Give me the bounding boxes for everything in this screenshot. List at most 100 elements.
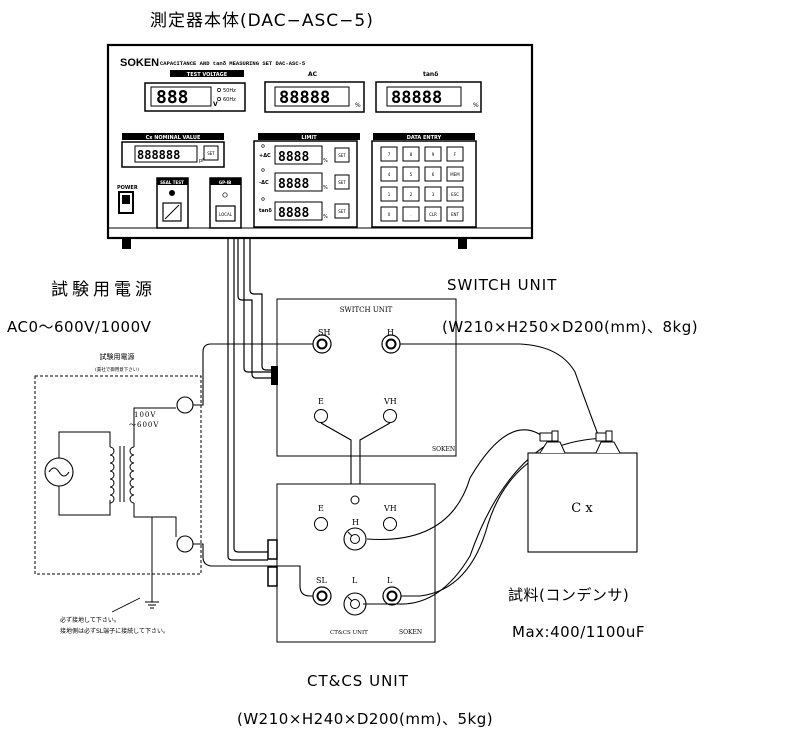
keypad-key-label: 9 (432, 152, 435, 157)
svg-text:LOCAL: LOCAL (219, 212, 233, 217)
ground-note-2: 接地側は必ずSL端子に接続して下さい。 (60, 627, 169, 635)
svg-text:SET: SET (338, 153, 346, 158)
tan-unit: % (473, 102, 479, 109)
ctcs-h-label: H (352, 518, 359, 527)
ac-unit: % (355, 102, 361, 109)
keypad-key-label: 4 (388, 172, 391, 177)
keypad-key[interactable]: 9 (424, 146, 442, 162)
voltage-range-line1: 100V (134, 411, 156, 419)
cx-set-button[interactable]: SET (203, 145, 219, 161)
tan-digits: 88888 (391, 88, 442, 108)
cx-unit-pf: pF (199, 158, 205, 164)
keypad-key[interactable]: MEM (446, 166, 464, 182)
cx-label: C x (571, 501, 593, 516)
keypad-key-label: CLR (429, 212, 437, 217)
keypad-key[interactable]: ESC (446, 186, 464, 202)
ctcs-h-node (350, 495, 360, 505)
vh-terminal (383, 409, 397, 423)
ctcs-unit-title: CT&CS UNIT (307, 672, 409, 690)
test-voltage-label: TEST VOLTAGE (187, 72, 228, 78)
freq-50hz: 50Hz (223, 88, 236, 94)
switch-unit-panel (276, 298, 457, 457)
ctcs-vh-terminal (383, 517, 397, 531)
keypad-key-label: 7 (388, 152, 391, 157)
e-label: E (318, 397, 324, 406)
instrument-title: 測定器本体(DAC−ASC−5) (150, 11, 374, 31)
limit-plus-digits: 8888 (278, 150, 309, 165)
ctcs-e-terminal (314, 517, 328, 531)
ctcs-l-right-label: L (387, 576, 393, 585)
keypad-key[interactable]: 2 (402, 186, 420, 202)
limit-plus-set-button[interactable]: SET (334, 147, 350, 163)
keypad-key-label: F (454, 152, 457, 157)
switch-unit-connector (271, 366, 278, 385)
ctcs-unit: E VH H SL L L CT&CS UNIT SOKEN (267, 483, 436, 643)
keypad-key[interactable]: 5 (402, 166, 420, 182)
seal-test-label: SEAL TEST (160, 180, 184, 185)
keypad-key[interactable]: 7 (380, 146, 398, 162)
data-entry-label: DATA ENTRY (407, 135, 442, 141)
ctcs-sl-label: SL (316, 576, 327, 585)
keypad-key-label: 0 (388, 212, 391, 217)
ctcs-vh-label: VH (383, 504, 397, 513)
instrument-foot-right (458, 238, 467, 249)
keypad-key[interactable]: 8 (402, 146, 420, 162)
local-button[interactable]: LOCAL (215, 205, 236, 222)
keypad-key-label: 5 (410, 172, 413, 177)
keypad-key[interactable]: ENT (446, 206, 464, 222)
sample-title: 試料(コンデンサ) (508, 586, 630, 604)
gpib-label: GP-IB (219, 180, 231, 185)
transformer-icon (109, 407, 177, 537)
h-label: H (387, 328, 394, 337)
vh-label: VH (383, 397, 397, 406)
svg-text:%: % (323, 214, 328, 220)
cx-nominal-digits: 888888 (137, 148, 180, 162)
ctcs-unit-panel (276, 483, 436, 643)
measuring-instrument: SOKEN CAPACITANCE AND tanδ MEASURING SET… (106, 43, 534, 249)
keypad-key[interactable]: 3 (424, 186, 442, 202)
keypad-key[interactable]: . (402, 206, 420, 222)
limit-minus-digits: 8888 (278, 177, 309, 192)
limit-tan-set-button[interactable]: SET (334, 203, 350, 219)
switch-unit-maker: SOKEN (432, 446, 455, 453)
keypad-key-label: 1 (388, 192, 391, 197)
ctcs-e-label: E (318, 504, 324, 513)
e-terminal (314, 409, 328, 423)
svg-text:%: % (323, 185, 328, 191)
ctcs-unit-spec: (W210×H240×D200(mm)、5kg) (237, 710, 494, 728)
ctcs-connector-lower (267, 566, 278, 587)
svg-text:%: % (323, 158, 328, 164)
power-supply-box-title: 試験用電源 (100, 352, 135, 361)
keypad-key[interactable]: 1 (380, 186, 398, 202)
sample-max: Max:400/1100uF (512, 623, 646, 641)
keypad-key-label: 6 (432, 172, 435, 177)
ground-note-1: 必ず接地して下さい。 (60, 616, 120, 624)
wires (193, 343, 609, 605)
ctcs-connector-upper (267, 539, 278, 560)
power-supply-box-note: (貴社で御用意下さい) (95, 366, 139, 373)
limit-tan-label: tanδ (259, 208, 272, 214)
ctcs-panel-label: CT&CS UNIT (330, 630, 368, 636)
unit-v: V (213, 101, 218, 108)
model-line: CAPACITANCE AND tanδ MEASURING SET DAC-A… (160, 60, 306, 67)
instrument-foot-left (122, 238, 131, 249)
power-supply-range: AC0〜600V/1000V (7, 318, 152, 336)
svg-text:SET: SET (338, 209, 346, 214)
keypad-key-label: ESC (451, 192, 459, 197)
keypad-key[interactable]: F (446, 146, 464, 162)
tan-label: tanδ (423, 71, 438, 78)
keypad-key[interactable]: CLR (424, 206, 442, 222)
sample-capacitor: C x (527, 430, 638, 553)
keypad-key[interactable]: 4 (380, 166, 398, 182)
brand-logo: SOKEN (120, 57, 159, 69)
test-voltage-digits: 888 (156, 87, 189, 108)
power-label: POWER (117, 185, 138, 191)
limit-minus-set-button[interactable]: SET (334, 174, 350, 190)
freq-60hz: 60Hz (223, 97, 236, 103)
keypad-key[interactable]: 6 (424, 166, 442, 182)
limit-tan-digits: 8888 (278, 206, 309, 221)
instrument-cables (227, 238, 272, 561)
keypad-key[interactable]: 0 (380, 206, 398, 222)
